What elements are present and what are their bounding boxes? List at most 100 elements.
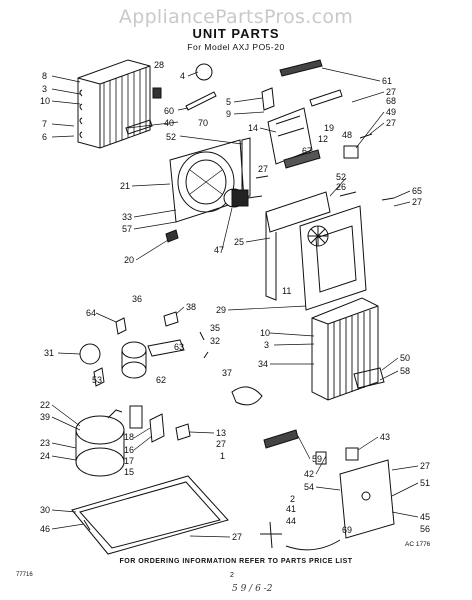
callout-33: 33	[122, 212, 132, 222]
callout-12: 12	[318, 134, 328, 144]
callout-43: 43	[380, 432, 390, 442]
callout-24: 24	[40, 451, 50, 461]
callout-62: 62	[156, 375, 166, 385]
callout-61: 61	[382, 76, 392, 86]
page-number: 2	[230, 572, 234, 579]
callout-27e: 27	[216, 439, 226, 449]
callout-15: 15	[124, 467, 134, 477]
callout-52a: 52	[166, 132, 176, 142]
callout-29: 29	[216, 305, 226, 315]
fan-shroud	[169, 139, 245, 223]
callout-69: 69	[342, 525, 352, 535]
callout-56: 56	[420, 524, 430, 534]
callout-labels: 8 3 10 7 6 28 4 60 40 52 70 5 9 14 19 12…	[40, 60, 430, 542]
watermark: AppliancePartsPros.com	[118, 6, 354, 28]
callout-18: 18	[124, 432, 134, 442]
callout-20: 20	[124, 255, 134, 265]
condenser-coil	[77, 59, 151, 149]
callout-7: 7	[42, 119, 47, 129]
callout-4: 4	[180, 71, 185, 81]
callout-63: 63	[174, 342, 184, 352]
callout-58: 58	[400, 366, 410, 376]
callout-23: 23	[40, 438, 50, 448]
bracket-28	[152, 87, 162, 99]
callout-50: 50	[400, 353, 410, 363]
callout-51: 51	[420, 478, 430, 488]
callout-57: 57	[122, 224, 132, 234]
callout-52b: 52	[336, 172, 346, 182]
wiring-44	[260, 521, 282, 549]
callout-45: 45	[420, 512, 430, 522]
callout-27d: 27	[412, 197, 422, 207]
switch-42	[315, 451, 327, 465]
callout-49: 49	[386, 107, 396, 117]
callout-27c: 27	[258, 164, 268, 174]
callout-68: 68	[386, 96, 396, 106]
callout-2: 2	[290, 494, 295, 504]
callout-44: 44	[286, 516, 296, 526]
bracket-5	[261, 87, 275, 111]
clip-64	[115, 317, 127, 335]
callout-27f: 27	[420, 461, 430, 471]
callout-36: 36	[132, 294, 142, 304]
callout-21: 21	[120, 181, 130, 191]
callout-32: 32	[210, 336, 220, 346]
callout-59: 59	[312, 454, 322, 464]
capacitor-36	[121, 341, 147, 359]
harness-37	[231, 386, 263, 406]
callout-27g: 27	[232, 532, 242, 542]
capacitor-48	[343, 145, 359, 159]
callout-41: 41	[286, 504, 296, 514]
evaporator-housing	[265, 191, 367, 311]
callout-31: 31	[44, 348, 54, 358]
plate-40	[125, 119, 153, 135]
filter-61	[279, 59, 323, 77]
mount-20	[165, 229, 179, 243]
model-subtitle: For Model AXJ PO5-20	[187, 42, 285, 52]
callout-13: 13	[216, 428, 226, 438]
evaporator-coil	[311, 297, 379, 401]
screw-27	[359, 133, 373, 139]
callout-60: 60	[164, 106, 174, 116]
callout-11: 11	[282, 286, 291, 296]
cord-69	[285, 539, 341, 551]
compressor	[75, 409, 125, 477]
callout-10: 10	[40, 96, 50, 106]
callout-47: 47	[214, 245, 224, 255]
callout-54: 54	[304, 482, 314, 492]
capacitor-body	[121, 350, 147, 370]
screw-32	[199, 331, 209, 359]
strip-41	[309, 89, 343, 107]
callout-5: 5	[226, 97, 231, 107]
capacitor-base	[121, 361, 147, 379]
gasket-13	[175, 423, 191, 441]
callout-38: 38	[186, 302, 196, 312]
callout-9: 9	[226, 109, 231, 119]
diagram-code: AC 1776	[405, 541, 431, 548]
callout-34: 34	[258, 359, 268, 369]
clip-46	[83, 519, 91, 531]
relay-63	[147, 339, 185, 357]
callout-30: 30	[40, 505, 50, 515]
callout-3: 3	[42, 84, 47, 94]
callout-27b: 27	[386, 118, 396, 128]
bracket-38	[163, 311, 179, 327]
callout-70: 70	[198, 118, 208, 128]
callout-46: 46	[40, 524, 50, 534]
control-bracket	[267, 107, 313, 165]
overload-39	[129, 405, 143, 429]
base-pan	[71, 475, 229, 555]
bracket-53	[93, 367, 105, 387]
callout-27a: 27	[386, 87, 396, 97]
callout-1: 1	[220, 451, 225, 461]
callout-42: 42	[304, 469, 314, 479]
terminal-cover-18	[149, 413, 165, 443]
callout-16: 16	[124, 445, 134, 455]
callout-17: 17	[124, 456, 134, 466]
callout-64: 64	[86, 308, 96, 318]
callout-53: 53	[92, 375, 102, 385]
drain-50	[353, 367, 385, 389]
callout-25: 25	[234, 237, 244, 247]
heater-14	[283, 149, 321, 169]
